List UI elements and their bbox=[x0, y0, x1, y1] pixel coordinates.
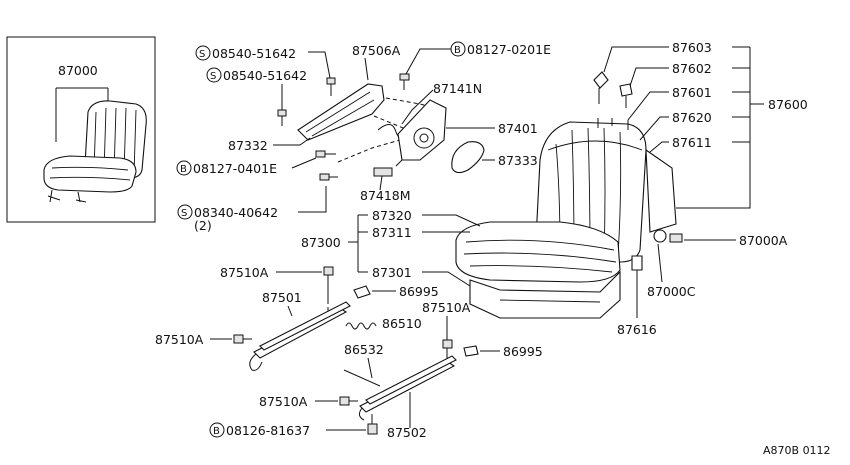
recliner-87401 bbox=[395, 99, 447, 167]
guide-87602 bbox=[619, 83, 633, 108]
label-87401: 87401 bbox=[498, 121, 538, 136]
label-87603: 87603 bbox=[672, 40, 712, 55]
label-86510: 86510 bbox=[382, 316, 422, 331]
headrest-guides bbox=[597, 118, 629, 130]
bolt-87510A-top bbox=[323, 266, 334, 300]
side-cover-87332 bbox=[297, 83, 385, 141]
back-panel-87611 bbox=[645, 148, 677, 233]
screw-08540-a bbox=[326, 77, 336, 96]
label-87320: 87320 bbox=[372, 208, 412, 223]
b-marker-1-letter: B bbox=[454, 45, 461, 56]
label-08340-40642: 08340-40642 bbox=[194, 205, 278, 220]
label-87510A-top: 87510A bbox=[220, 265, 269, 280]
screw-08540-b bbox=[277, 109, 287, 126]
inset-frame bbox=[6, 36, 156, 223]
bracket-87600 bbox=[676, 46, 764, 209]
bolt-08126-81637 bbox=[367, 414, 378, 435]
rod-86532 bbox=[343, 369, 381, 387]
clip-86995-top bbox=[353, 285, 371, 299]
b-marker-2-letter: B bbox=[180, 164, 187, 175]
spring-86510 bbox=[345, 322, 377, 330]
label-87602: 87602 bbox=[672, 61, 712, 76]
label-87301: 87301 bbox=[372, 265, 412, 280]
s-marker-1 bbox=[195, 45, 211, 61]
bolt-08127-0401E bbox=[315, 150, 336, 158]
s-marker-3-letter: S bbox=[181, 208, 187, 219]
label-87311: 87311 bbox=[372, 225, 412, 240]
bolt-87510A-lower bbox=[339, 396, 358, 406]
label-86995-top: 86995 bbox=[399, 284, 439, 299]
bracket-87300 bbox=[348, 214, 368, 273]
rail-87502 bbox=[358, 355, 457, 421]
label-86995-right: 86995 bbox=[503, 344, 543, 359]
bolt-87000A bbox=[653, 229, 683, 243]
label-08340-40642-qty: (2) bbox=[194, 218, 212, 233]
label-87600: 87600 bbox=[768, 97, 808, 112]
inset-seat-drawing bbox=[43, 100, 147, 203]
label-87510A-left: 87510A bbox=[155, 332, 204, 347]
rail-87501 bbox=[249, 301, 351, 371]
label-08540-51642-b: 08540-51642 bbox=[223, 68, 307, 83]
b-marker-3 bbox=[209, 422, 225, 438]
s-marker-2 bbox=[206, 67, 222, 83]
label-08540-51642-a: 08540-51642 bbox=[212, 46, 296, 61]
b-marker-3-letter: B bbox=[213, 426, 220, 437]
label-87333: 87333 bbox=[498, 153, 538, 168]
inset-leader bbox=[55, 87, 109, 142]
label-87000A: 87000A bbox=[739, 233, 788, 248]
b-marker-2 bbox=[176, 160, 192, 176]
diagram-code: A870B 0112 bbox=[763, 444, 831, 457]
label-87000C: 87000C bbox=[647, 284, 696, 299]
label-87510A-mid: 87510A bbox=[422, 300, 471, 315]
label-87510A-lower: 87510A bbox=[259, 394, 308, 409]
knob-87333 bbox=[451, 141, 485, 174]
pin-87418M bbox=[373, 167, 393, 177]
seat-cushion bbox=[455, 221, 621, 283]
label-08127-0201E: 08127-0201E bbox=[467, 42, 551, 57]
label-87601: 87601 bbox=[672, 85, 712, 100]
label-87502: 87502 bbox=[387, 425, 427, 440]
bolt-08127-0201E bbox=[399, 73, 410, 90]
label-87501: 87501 bbox=[262, 290, 302, 305]
s-marker-3 bbox=[177, 204, 193, 220]
label-87611: 87611 bbox=[672, 135, 712, 150]
label-87141N: 87141N bbox=[433, 81, 482, 96]
guide-87603 bbox=[593, 71, 609, 104]
label-87616: 87616 bbox=[617, 322, 657, 337]
clip-87616 bbox=[631, 255, 643, 271]
label-87506A: 87506A bbox=[352, 43, 401, 58]
label-87620: 87620 bbox=[672, 110, 712, 125]
inset-part-label: 87000 bbox=[58, 63, 98, 78]
label-08126-81637: 08126-81637 bbox=[226, 423, 310, 438]
s-marker-2-letter: S bbox=[210, 71, 216, 82]
label-87332: 87332 bbox=[228, 138, 268, 153]
label-87418M: 87418M bbox=[360, 188, 411, 203]
s-marker-1-letter: S bbox=[199, 49, 205, 60]
clip-86995-right bbox=[463, 345, 479, 357]
screw-08340 bbox=[319, 173, 338, 181]
bolt-87510A-left bbox=[233, 334, 252, 344]
label-87300: 87300 bbox=[301, 235, 341, 250]
label-08127-0401E: 08127-0401E bbox=[193, 161, 277, 176]
seat-frame-87301 bbox=[469, 270, 621, 319]
label-86532: 86532 bbox=[344, 342, 384, 357]
